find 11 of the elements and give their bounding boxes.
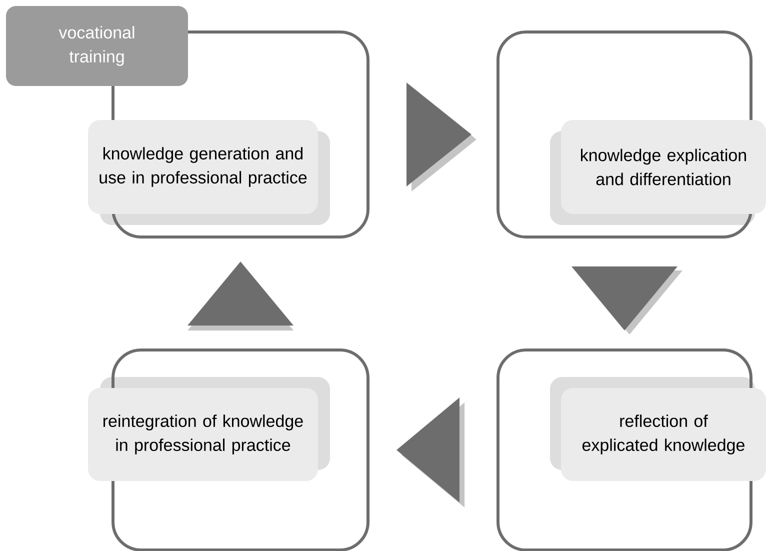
text-card: reintegration of knowledge in professional practice xyxy=(88,388,318,481)
text-card: reflection of explicated knowledge xyxy=(561,388,766,481)
text-card: knowledge explication and differentiation xyxy=(561,120,766,214)
rounded-frame xyxy=(496,30,752,238)
arrow xyxy=(396,398,460,502)
label-box: vocational training xyxy=(6,6,188,86)
text-card: knowledge generation and use in professional practice xyxy=(88,120,318,214)
arrow xyxy=(188,262,294,326)
arrow xyxy=(572,266,678,330)
arrow xyxy=(406,82,472,186)
rounded-frame xyxy=(496,348,752,551)
